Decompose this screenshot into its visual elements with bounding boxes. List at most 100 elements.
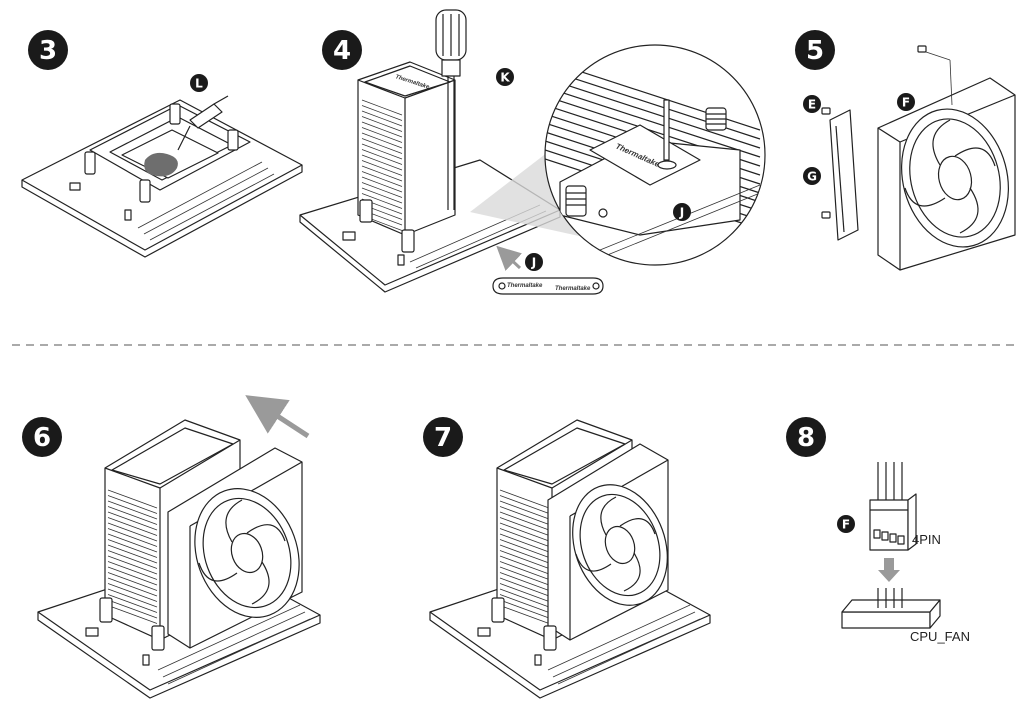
heatsink-fin bbox=[499, 511, 550, 531]
heatsink-fin bbox=[499, 594, 550, 613]
heatsink-fin bbox=[499, 572, 550, 591]
heatsink-fin bbox=[361, 143, 403, 160]
heatsink-fin bbox=[361, 127, 403, 143]
heatsink-fin bbox=[361, 110, 403, 127]
badge-G: G bbox=[807, 170, 817, 184]
svg-text:8: 8 bbox=[797, 423, 815, 453]
heatsink-fin bbox=[545, 86, 761, 158]
heatsink-fin bbox=[361, 182, 403, 198]
heatsink-fin bbox=[361, 138, 403, 154]
heatsink-fin bbox=[361, 121, 403, 138]
heatsink-fin bbox=[107, 588, 158, 608]
step-5-number: 5 bbox=[795, 30, 835, 70]
heatsink-fin bbox=[499, 555, 550, 575]
heatsink-fin bbox=[107, 539, 158, 558]
heatsink-fin bbox=[107, 555, 158, 575]
cpu-fan-header bbox=[841, 588, 941, 629]
step-4-illustration: Thermaltake K bbox=[299, 9, 766, 295]
badge-K: K bbox=[500, 71, 510, 85]
step-8-number: 8 bbox=[786, 417, 826, 457]
heatsink-fin bbox=[107, 544, 158, 564]
badge-J: J bbox=[531, 256, 536, 270]
heatsink-fin bbox=[107, 572, 158, 591]
heatsink-fin bbox=[361, 105, 403, 121]
heatsink-fin bbox=[107, 506, 158, 525]
heatsink-fin bbox=[361, 154, 403, 171]
step-5-illustration: E F G bbox=[803, 45, 1016, 271]
paste-syringe bbox=[177, 95, 229, 151]
step-7-illustration bbox=[429, 419, 711, 699]
heatsink-fin bbox=[499, 583, 550, 602]
step-6-illustration bbox=[37, 395, 321, 699]
heatsink: Thermaltake bbox=[357, 61, 456, 236]
heatsink-fin bbox=[107, 533, 158, 553]
pin-label: 4PIN bbox=[912, 532, 941, 547]
svg-text:7: 7 bbox=[434, 423, 452, 453]
heatsink-fin bbox=[499, 528, 550, 547]
heatsink-fin bbox=[107, 511, 158, 531]
fan bbox=[877, 77, 1016, 271]
heatsink-fin bbox=[499, 539, 550, 558]
heatsink-fin bbox=[499, 506, 550, 525]
svg-text:3: 3 bbox=[39, 36, 57, 66]
step-3-illustration: L bbox=[21, 74, 303, 258]
badge-E: E bbox=[808, 98, 816, 112]
screwdriver bbox=[435, 9, 467, 210]
heatsink-fin bbox=[361, 171, 403, 187]
step-8-illustration: 4PIN F CPU_FAN bbox=[837, 462, 970, 644]
heatsink-fin bbox=[107, 599, 158, 619]
bar-brand-text-1: Thermaltake bbox=[507, 283, 543, 289]
heatsink-fin bbox=[499, 522, 550, 542]
step-7-number: 7 bbox=[423, 417, 463, 457]
step-6-number: 6 bbox=[22, 417, 62, 457]
heatsink-fin bbox=[499, 517, 550, 536]
heatsink-fin bbox=[361, 187, 403, 204]
heatsink-fin bbox=[107, 500, 158, 520]
badge-L: L bbox=[195, 77, 203, 91]
heatsink-fin bbox=[361, 99, 403, 116]
fan-connector bbox=[869, 462, 917, 551]
heatsink-fin bbox=[499, 550, 550, 569]
slide-arrow bbox=[245, 395, 310, 439]
heatsink-fin bbox=[107, 517, 158, 536]
heatsink-fin bbox=[499, 489, 550, 509]
heatsink-fin bbox=[499, 605, 550, 624]
heatsink-fin bbox=[361, 165, 403, 182]
svg-text:6: 6 bbox=[33, 423, 51, 453]
heatsink-fin bbox=[499, 599, 550, 619]
heatsink-fin bbox=[107, 522, 158, 542]
zoom-detail: Thermaltake bbox=[544, 44, 766, 266]
down-arrow bbox=[878, 558, 900, 582]
heatsink-fin bbox=[499, 561, 550, 580]
heatsink-fin bbox=[107, 577, 158, 597]
heatsink-fin bbox=[361, 132, 403, 149]
zoom-connector bbox=[470, 152, 588, 238]
heatsink-fin bbox=[361, 193, 403, 209]
header-label: CPU_FAN bbox=[910, 629, 970, 644]
svg-text:4: 4 bbox=[333, 36, 351, 66]
heatsink-fin bbox=[499, 495, 550, 514]
heatsink-fin bbox=[545, 77, 761, 149]
thermal-paste bbox=[144, 152, 178, 177]
heatsink-fin bbox=[499, 577, 550, 597]
step-4-number: 4 bbox=[322, 30, 362, 70]
bar-arrow bbox=[496, 245, 522, 271]
heatsink-fin bbox=[107, 495, 158, 514]
badge-J-zoom: J bbox=[679, 206, 684, 220]
heatsink-fin bbox=[107, 550, 158, 569]
heatsink-fin bbox=[499, 544, 550, 564]
heatsink-fin bbox=[107, 561, 158, 580]
badge-F: F bbox=[902, 96, 910, 110]
mounting-bar: Thermaltake Thermaltake bbox=[492, 277, 604, 295]
heatsink-fin bbox=[107, 489, 158, 509]
heatsink-fin bbox=[107, 605, 158, 624]
heatsink-fin bbox=[361, 149, 403, 165]
heatsink-fin bbox=[107, 583, 158, 602]
bar-brand-text-2: Thermaltake bbox=[555, 286, 591, 292]
svg-text:5: 5 bbox=[806, 36, 824, 66]
step-3-number: 3 bbox=[28, 30, 68, 70]
heatsink-fin bbox=[107, 594, 158, 613]
heatsink-fin bbox=[499, 588, 550, 608]
